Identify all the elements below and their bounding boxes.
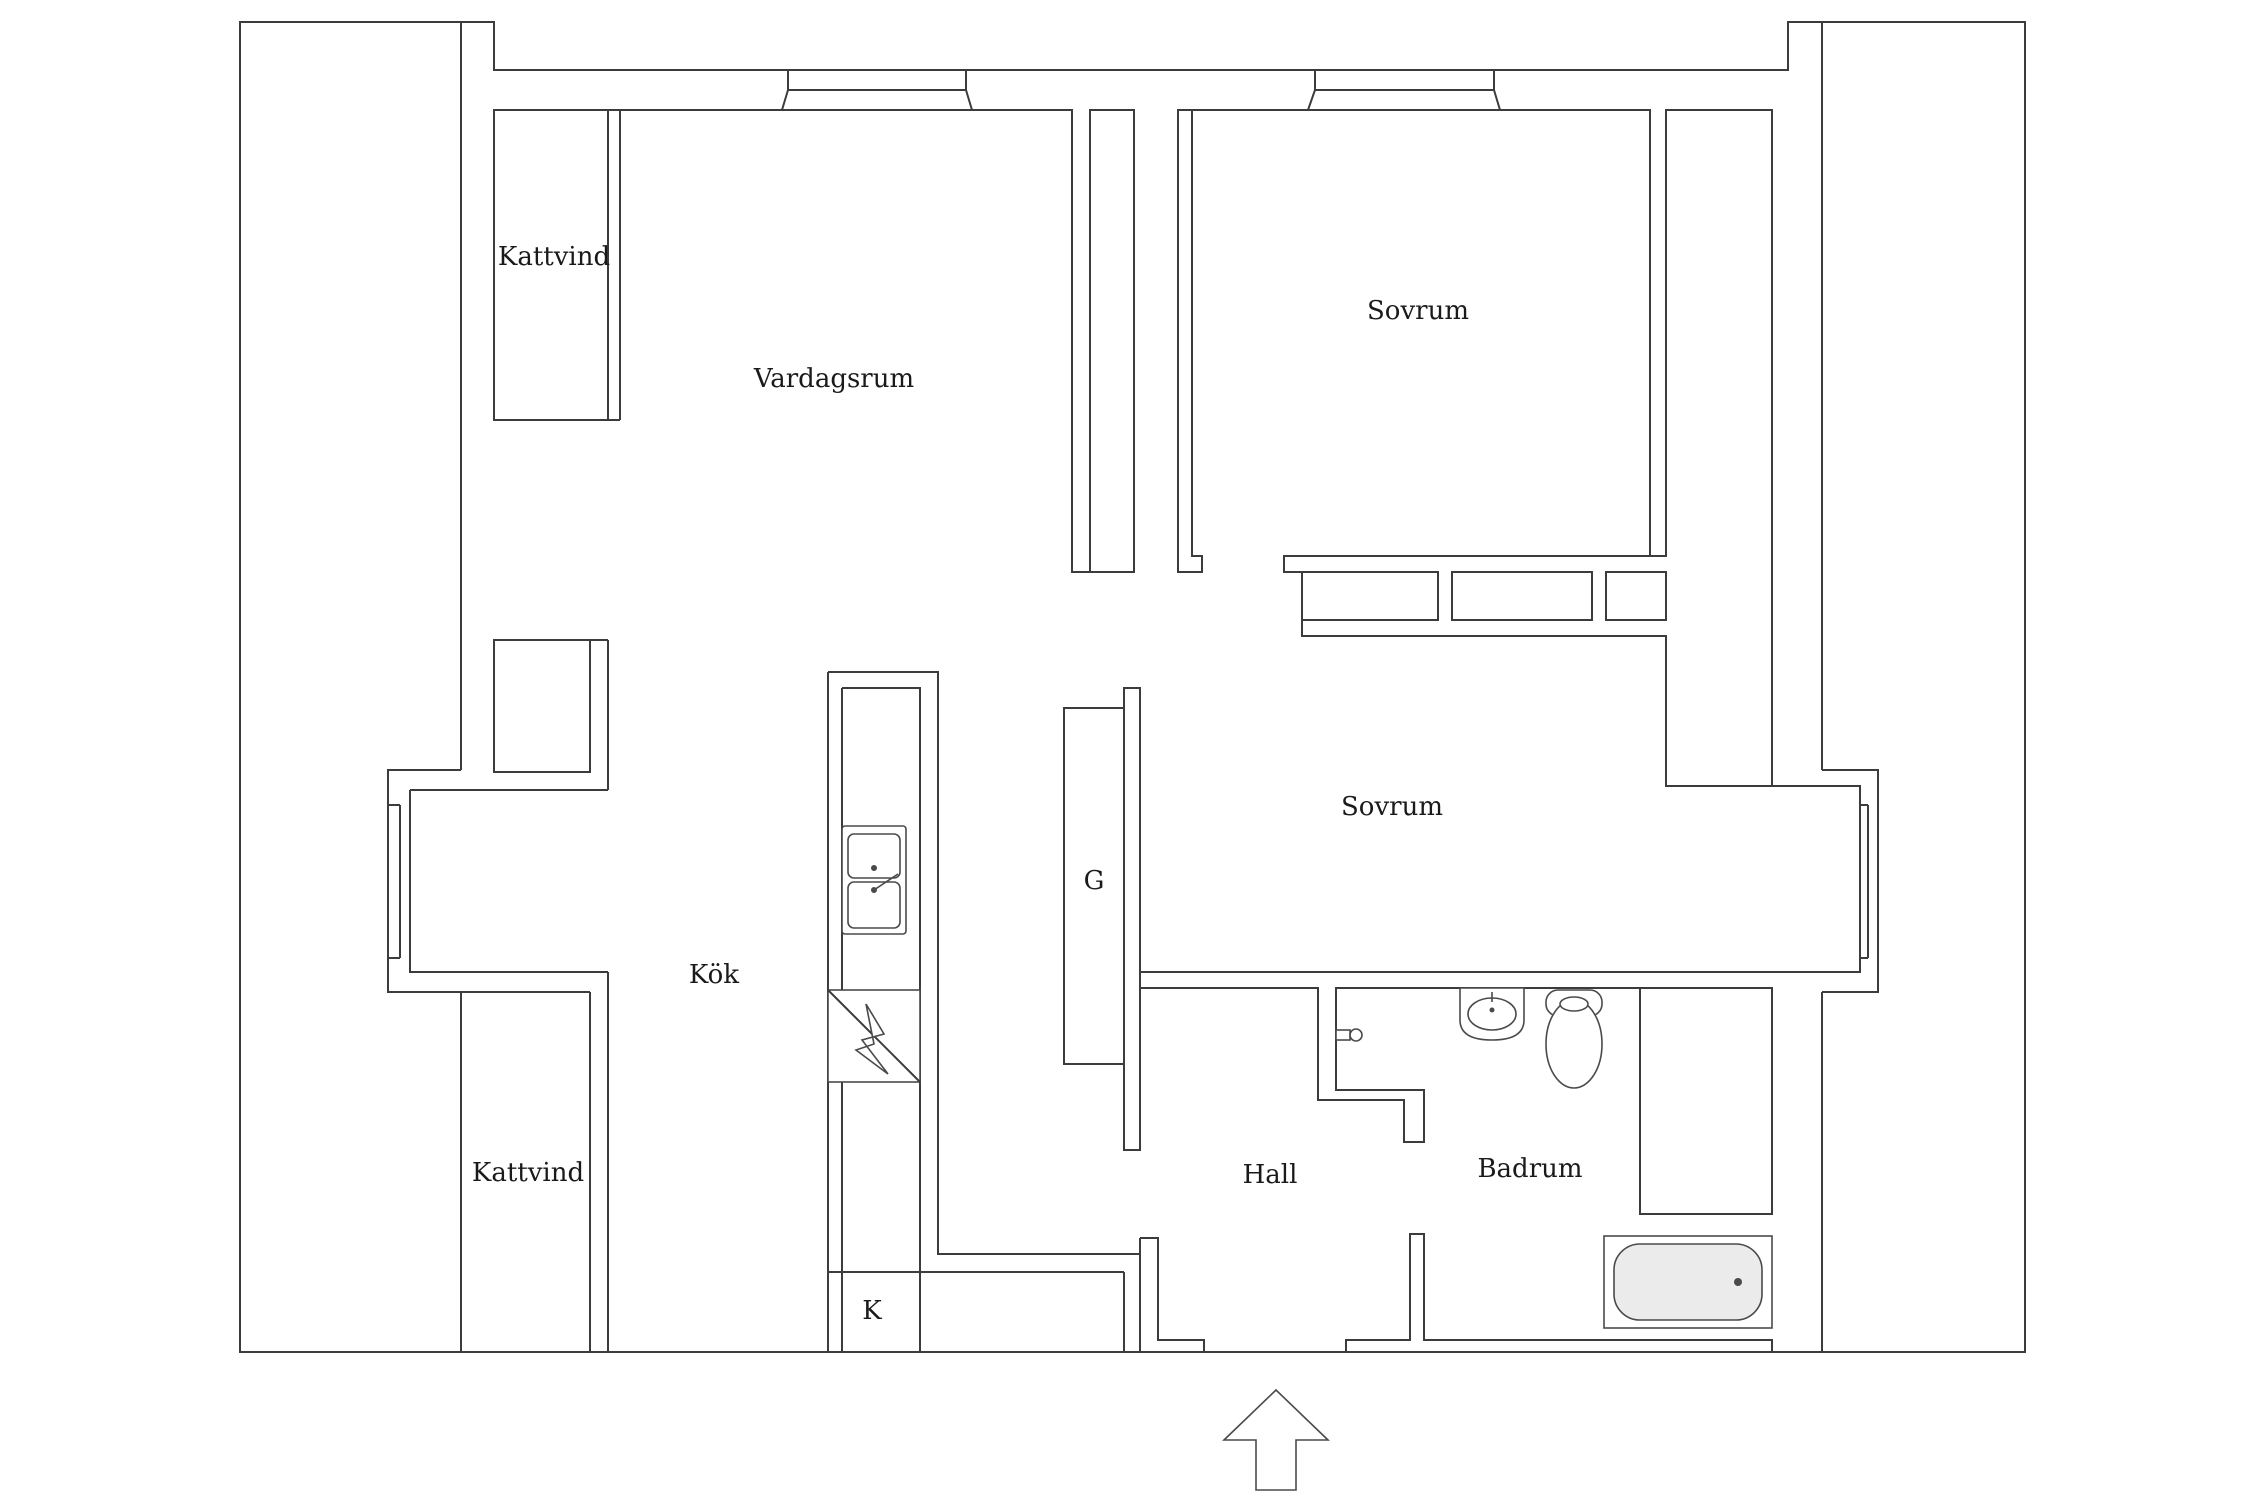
stove-icon xyxy=(827,989,921,1083)
room-label-sovrum-mid: Sovrum xyxy=(1341,792,1443,822)
toilet-icon xyxy=(1545,989,1603,1089)
left-wing xyxy=(387,109,621,1352)
top-windows xyxy=(780,70,1502,111)
kitchen-walls xyxy=(827,671,1141,1352)
outer-walls xyxy=(239,21,2026,1353)
room-label-vardagsrum: Vardagsrum xyxy=(753,364,914,394)
interior-walls-top xyxy=(620,109,1773,787)
room-label-sovrum-top: Sovrum xyxy=(1367,296,1469,326)
room-label-g: G xyxy=(1084,866,1105,896)
right-wing xyxy=(1140,769,1879,1352)
room-label-k: K xyxy=(862,1296,882,1326)
washbasin-icon xyxy=(1459,987,1525,1041)
room-label-kok: Kök xyxy=(689,960,739,990)
room-label-hall: Hall xyxy=(1243,1160,1298,1190)
bathtub-icon xyxy=(1603,1235,1773,1329)
room-label-kattvind-bottom: Kattvind xyxy=(472,1158,584,1188)
room-label-kattvind-top: Kattvind xyxy=(498,242,610,272)
entrance-arrow-icon xyxy=(1222,1388,1330,1491)
floor-drain-icon xyxy=(1335,1028,1363,1042)
hall-bath-walls xyxy=(1139,987,1773,1352)
room-labels: Kattvind Vardagsrum Sovrum Sovrum G Kök … xyxy=(472,242,1583,1326)
room-label-badrum: Badrum xyxy=(1477,1154,1582,1184)
kitchen-sink-icon xyxy=(841,825,907,935)
